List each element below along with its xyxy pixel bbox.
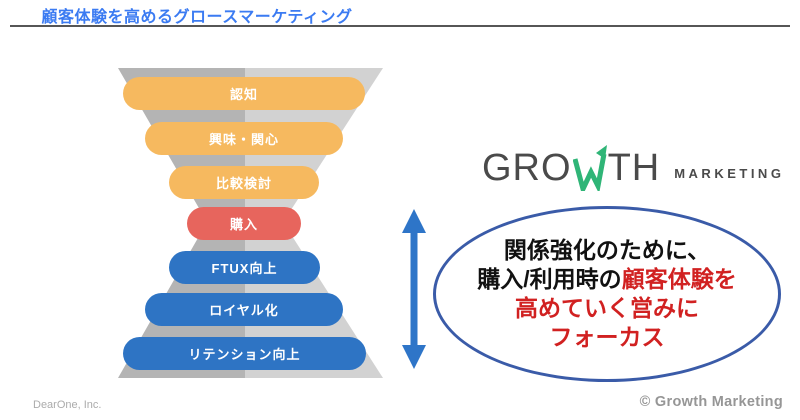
- callout-line-4: フォーカス: [549, 324, 665, 350]
- funnel-stage-label: リテンション向上: [188, 347, 301, 362]
- callout-line-2: 購入/利用時の顧客体験を: [477, 265, 736, 294]
- double-arrow-icon: [402, 209, 426, 369]
- funnel-stage-label: 購入: [229, 217, 258, 232]
- funnel-stage-ftux: FTUX向上: [169, 251, 320, 284]
- logo-text-th: TH: [607, 147, 661, 189]
- funnel-stage-label: 興味・関心: [208, 132, 279, 147]
- funnel-stage-awareness: 認知: [123, 77, 365, 110]
- callout-line-1: 関係強化のために、: [503, 237, 711, 263]
- callout-line-3: 高めていく営みに: [515, 295, 699, 321]
- callout-line-2-black: 購入/利用時の: [477, 266, 622, 292]
- funnel-stage-interest: 興味・関心: [145, 122, 343, 155]
- focus-callout: 関係強化のために、 購入/利用時の顧客体験を 高めていく営みに フォーカス: [433, 206, 781, 382]
- funnel-stage-label: 比較検討: [215, 176, 272, 191]
- funnel-stage-label: ロイヤル化: [209, 303, 279, 318]
- logo-text-marketing: MARKETING: [674, 166, 785, 181]
- funnel-stage-label: 認知: [229, 87, 258, 102]
- page-title: 顧客体験を高めるグロースマーケティング: [41, 9, 353, 26]
- funnel-stage-retention: リテンション向上: [123, 337, 366, 370]
- growth-arrow-icon: [572, 145, 607, 191]
- funnel-stage-label: FTUX向上: [211, 261, 278, 276]
- growth-marketing-logo: GRO TH MARKETING: [482, 145, 785, 191]
- funnel-stage-loyalty: ロイヤル化: [145, 293, 343, 326]
- callout-line-2-red: 顧客体験を: [621, 266, 737, 292]
- logo-text-gro: GRO: [482, 147, 572, 189]
- title-divider: [10, 25, 790, 27]
- company-credit: DearOne, Inc.: [33, 399, 102, 411]
- funnel-stage-purchase: 購入: [187, 207, 301, 240]
- funnel-stage-comparison: 比較検討: [169, 166, 319, 199]
- copyright-growth-marketing: © Growth Marketing: [639, 394, 783, 410]
